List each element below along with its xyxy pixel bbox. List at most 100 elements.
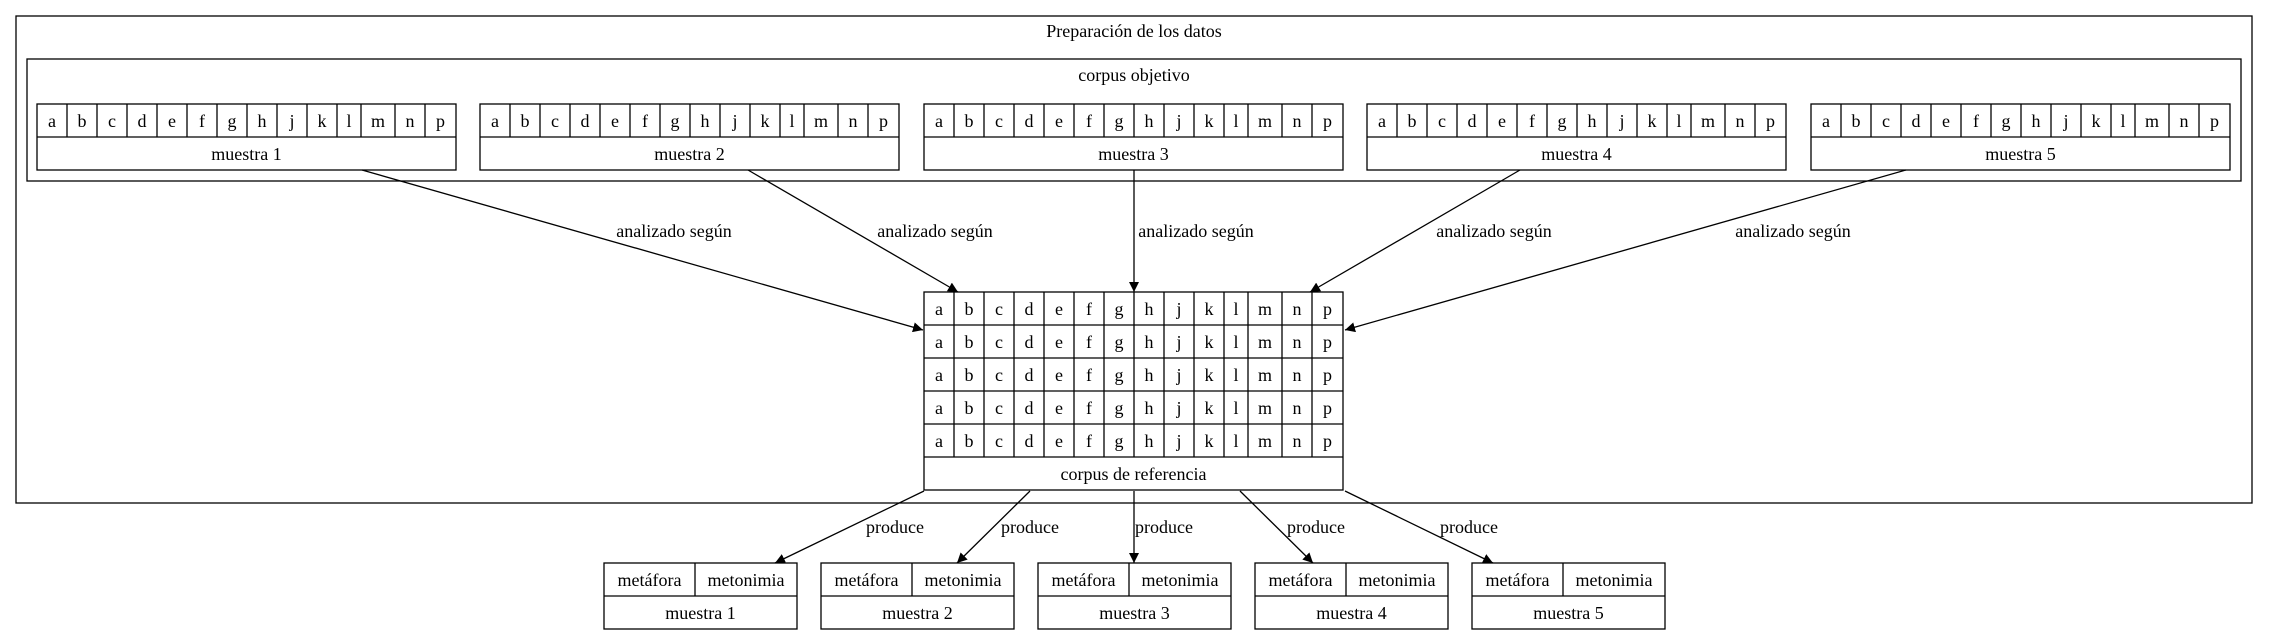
metonymy-cell: metonimia (1142, 570, 1219, 590)
sample-letter-cell: h (258, 111, 267, 131)
sample-letter-cell: j (1175, 111, 1181, 131)
reference-letter-cell: e (1055, 299, 1063, 319)
analyzed-edges: analizado según analizado según analizado … (361, 169, 1907, 333)
analyzed-edge-label: analizado según (877, 221, 992, 241)
reference-letter-cell: m (1258, 332, 1272, 352)
sample-letter-cell: b (1852, 111, 1861, 131)
sample-letter-cell: j (288, 111, 294, 131)
output-sample-label: muestra 1 (665, 603, 735, 623)
reference-letter-cell: g (1115, 398, 1124, 418)
sample-letter-cell: k (1205, 111, 1214, 131)
reference-letter-cell: f (1086, 431, 1092, 451)
sample-letter-cell: n (2180, 111, 2189, 131)
reference-letter-cell: k (1205, 299, 1214, 319)
reference-letter-cell: j (1175, 299, 1181, 319)
sample-letter-cell: p (1766, 111, 1775, 131)
sample-letter-cell: b (521, 111, 530, 131)
sample-letter-cell: h (701, 111, 710, 131)
sample-letter-cell: m (814, 111, 828, 131)
sample-letter-cell: n (1736, 111, 1745, 131)
reference-letter-cell: k (1205, 332, 1214, 352)
sample-letter-cell: j (2062, 111, 2068, 131)
sample-letter-cell: m (371, 111, 385, 131)
metaphor-cell: metáfora (618, 570, 682, 590)
sample-letter-cell: h (1588, 111, 1597, 131)
reference-letter-cell: p (1323, 398, 1332, 418)
sample-letter-cell: n (849, 111, 858, 131)
sample-letter-cell: e (1498, 111, 1506, 131)
sample-letter-cell: f (642, 111, 648, 131)
target-sample-label: muestra 1 (211, 144, 281, 164)
sample-letter-cell: g (671, 111, 680, 131)
sample-letter-cell: h (1145, 111, 1154, 131)
metaphor-cell: metáfora (1269, 570, 1333, 590)
sample-letter-cell: f (1529, 111, 1535, 131)
sample-letter-cell: a (1378, 111, 1386, 131)
reference-letter-cell: n (1293, 299, 1302, 319)
reference-letter-cell: k (1205, 398, 1214, 418)
produce-edge (774, 490, 925, 564)
reference-letter-cell: k (1205, 431, 1214, 451)
target-sample-label: muestra 2 (654, 144, 724, 164)
produce-edge (956, 490, 1031, 564)
sample-letter-cell: e (1942, 111, 1950, 131)
target-sample-label: muestra 4 (1541, 144, 1611, 164)
reference-letter-cell: g (1115, 365, 1124, 385)
reference-letter-cell: m (1258, 431, 1272, 451)
reference-letter-cell: c (995, 398, 1003, 418)
metonymy-cell: metonimia (1576, 570, 1653, 590)
sample-letter-cell: c (1882, 111, 1890, 131)
sample-letter-cell: m (1258, 111, 1272, 131)
analyzed-edge-label: analizado según (1436, 221, 1551, 241)
sample-letter-cell: l (1676, 111, 1681, 131)
sample-letter-cell: a (48, 111, 56, 131)
sample-letter-cell: p (1323, 111, 1332, 131)
reference-letter-cell: m (1258, 299, 1272, 319)
reference-letter-cell: a (935, 332, 943, 352)
produce-edge (1344, 490, 1494, 564)
analyzed-edge-label: analizado según (1138, 221, 1253, 241)
reference-letter-cell: b (965, 431, 974, 451)
analyzed-edge (1344, 169, 1907, 333)
reference-letter-cell: l (1233, 332, 1238, 352)
reference-letter-cell: h (1145, 299, 1154, 319)
metaphor-cell: metáfora (1486, 570, 1550, 590)
reference-letter-cell: j (1175, 431, 1181, 451)
reference-letter-cell: f (1086, 365, 1092, 385)
output-sample-label: muestra 2 (882, 603, 952, 623)
sample-letter-cell: f (1086, 111, 1092, 131)
sample-letter-cell: l (1233, 111, 1238, 131)
output-node: metáfora metonimia muestra 2 (820, 562, 1015, 630)
reference-letter-cell: h (1145, 365, 1154, 385)
sample-letter-cell: k (1648, 111, 1657, 131)
reference-letter-cell: p (1323, 365, 1332, 385)
reference-letter-cell: k (1205, 365, 1214, 385)
reference-letter-cell: c (995, 299, 1003, 319)
metonymy-cell: metonimia (925, 570, 1002, 590)
reference-letter-cell: e (1055, 398, 1063, 418)
metaphor-cell: metáfora (835, 570, 899, 590)
sample-letter-cell: k (761, 111, 770, 131)
reference-letter-cell: n (1293, 332, 1302, 352)
sample-letter-cell: f (1973, 111, 1979, 131)
reference-letter-cell: g (1115, 431, 1124, 451)
reference-letter-cell: d (1025, 299, 1034, 319)
sample-letter-cell: a (935, 111, 943, 131)
sample-letter-cell: j (1618, 111, 1624, 131)
reference-letter-cell: j (1175, 365, 1181, 385)
target-corpus-label: corpus objetivo (1078, 65, 1189, 85)
reference-letter-cell: d (1025, 332, 1034, 352)
reference-letter-cell: j (1175, 398, 1181, 418)
output-sample-label: muestra 4 (1316, 603, 1386, 623)
